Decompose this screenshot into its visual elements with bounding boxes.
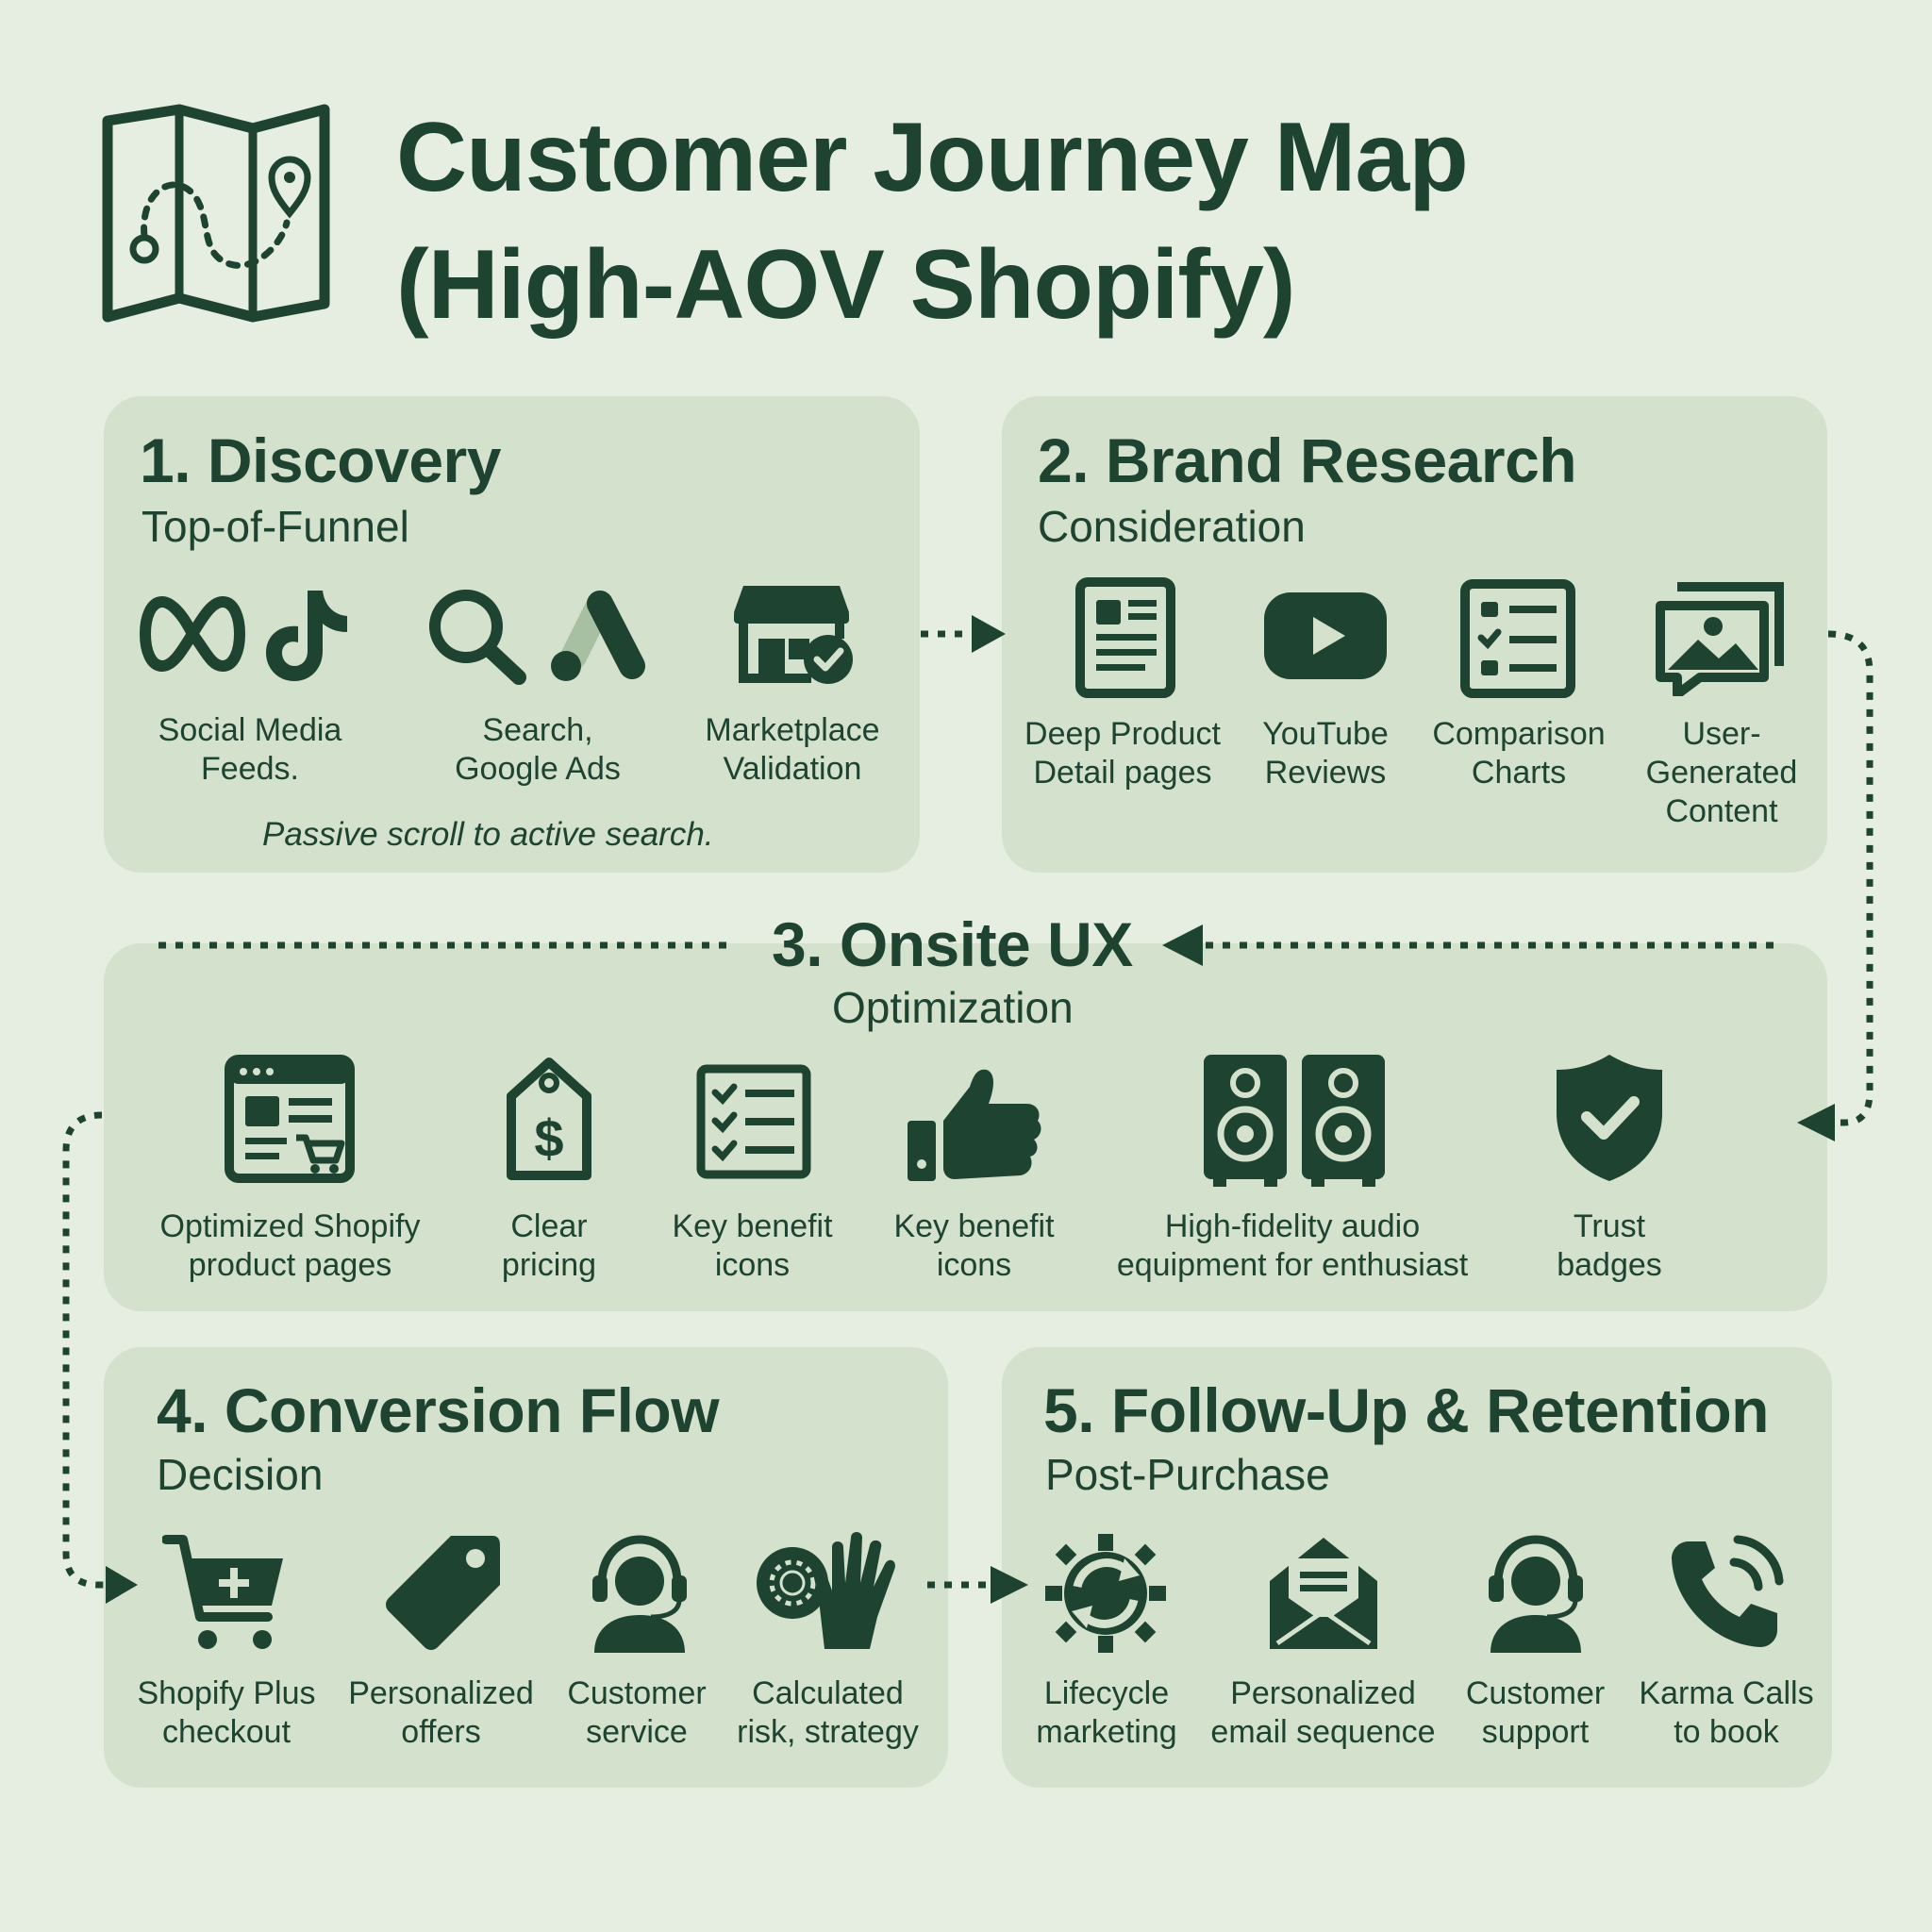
item-label: Optimized Shopify product pages [159,1208,421,1283]
document-icon [1075,577,1175,698]
checklist-icon [1460,579,1575,698]
checklist-icon [696,1064,811,1179]
arrowhead-right [972,615,1006,653]
stage-subtitle: Consideration [1038,502,1306,551]
shield-check-icon [1553,1051,1666,1185]
folded-map-icon [102,104,330,323]
phone-call-icon [1668,1534,1785,1653]
item-label: Deep Product Detail pages [1024,716,1221,791]
connector-research-to-onsite [1827,630,1874,1126]
open-envelope-icon [1266,1530,1381,1653]
item-label: Key benefit icons [893,1208,1055,1283]
item-label: Comparison Charts [1432,716,1606,791]
item-label: High-fidelity audio equipment for enthus… [1116,1208,1469,1283]
item-label: Calculated risk, strategy [737,1675,919,1750]
item-label: Marketplace Validation [705,712,880,787]
item-label: Social Media Feeds. [158,712,342,787]
svg-text:$: $ [534,1108,563,1168]
meta-icon [140,596,245,672]
item-label: Karma Calls to book [1639,1675,1814,1750]
image-gallery-icon [1653,579,1787,696]
item-label: YouTube Reviews [1262,716,1389,791]
item-label: Trust badges [1557,1208,1662,1283]
stage-title: 3. Onsite UX [772,909,1133,979]
thumbs-up-icon [906,1066,1041,1183]
connector-onsite-to-conversion [62,1111,106,1589]
stage-note: Passive scroll to active search. [262,816,714,853]
stage-title: 2. Brand Research [1038,425,1577,495]
item-label: User- Generated Content [1645,716,1798,829]
stage-title: 4. Conversion Flow [157,1375,720,1445]
google-ads-icon [545,587,651,683]
stage-subtitle: Post-Purchase [1045,1450,1330,1499]
speakers-icon [1200,1055,1389,1187]
item-label: Lifecycle marketing [1036,1675,1177,1750]
page-title-line1: Customer Journey Map [396,103,1469,212]
stage-title: 1. Discovery [140,425,501,495]
headset-agent-icon [1481,1532,1591,1653]
item-label: Personalized email sequence [1210,1675,1436,1750]
arrowhead-left [1162,924,1203,966]
storefront-check-icon [734,580,857,686]
tiktok-icon [262,587,349,683]
item-label: Personalized offers [348,1675,534,1750]
stage-subtitle: Top-of-Funnel [142,502,409,551]
item-label: Search, Google Ads [455,712,621,787]
item-label: Customer support [1465,1675,1606,1750]
item-label: Clear pricing [501,1208,597,1283]
cart-plus-icon [162,1530,287,1653]
cycle-gear-icon [1045,1534,1166,1653]
item-label: Customer service [567,1675,707,1750]
arrowhead-right [106,1566,138,1604]
arrowhead-right [991,1566,1028,1604]
page-title-line2: (High-AOV Shopify) [396,230,1296,340]
arrowhead-left [1797,1104,1835,1141]
poker-chip-glove-icon [753,1530,902,1653]
youtube-icon [1262,591,1389,681]
headset-agent-icon [585,1532,694,1653]
stage-title: 5. Follow-Up & Retention [1043,1375,1769,1445]
tag-icon [381,1530,504,1653]
search-icon [425,587,528,686]
price-tag-icon: $ [502,1055,596,1185]
item-label: Shopify Plus checkout [137,1675,316,1750]
stage-subtitle: Decision [157,1450,324,1499]
stage-subtitle: Optimization [832,983,1074,1032]
browser-cart-icon [225,1055,355,1183]
item-label: Key benefit icons [672,1208,833,1283]
